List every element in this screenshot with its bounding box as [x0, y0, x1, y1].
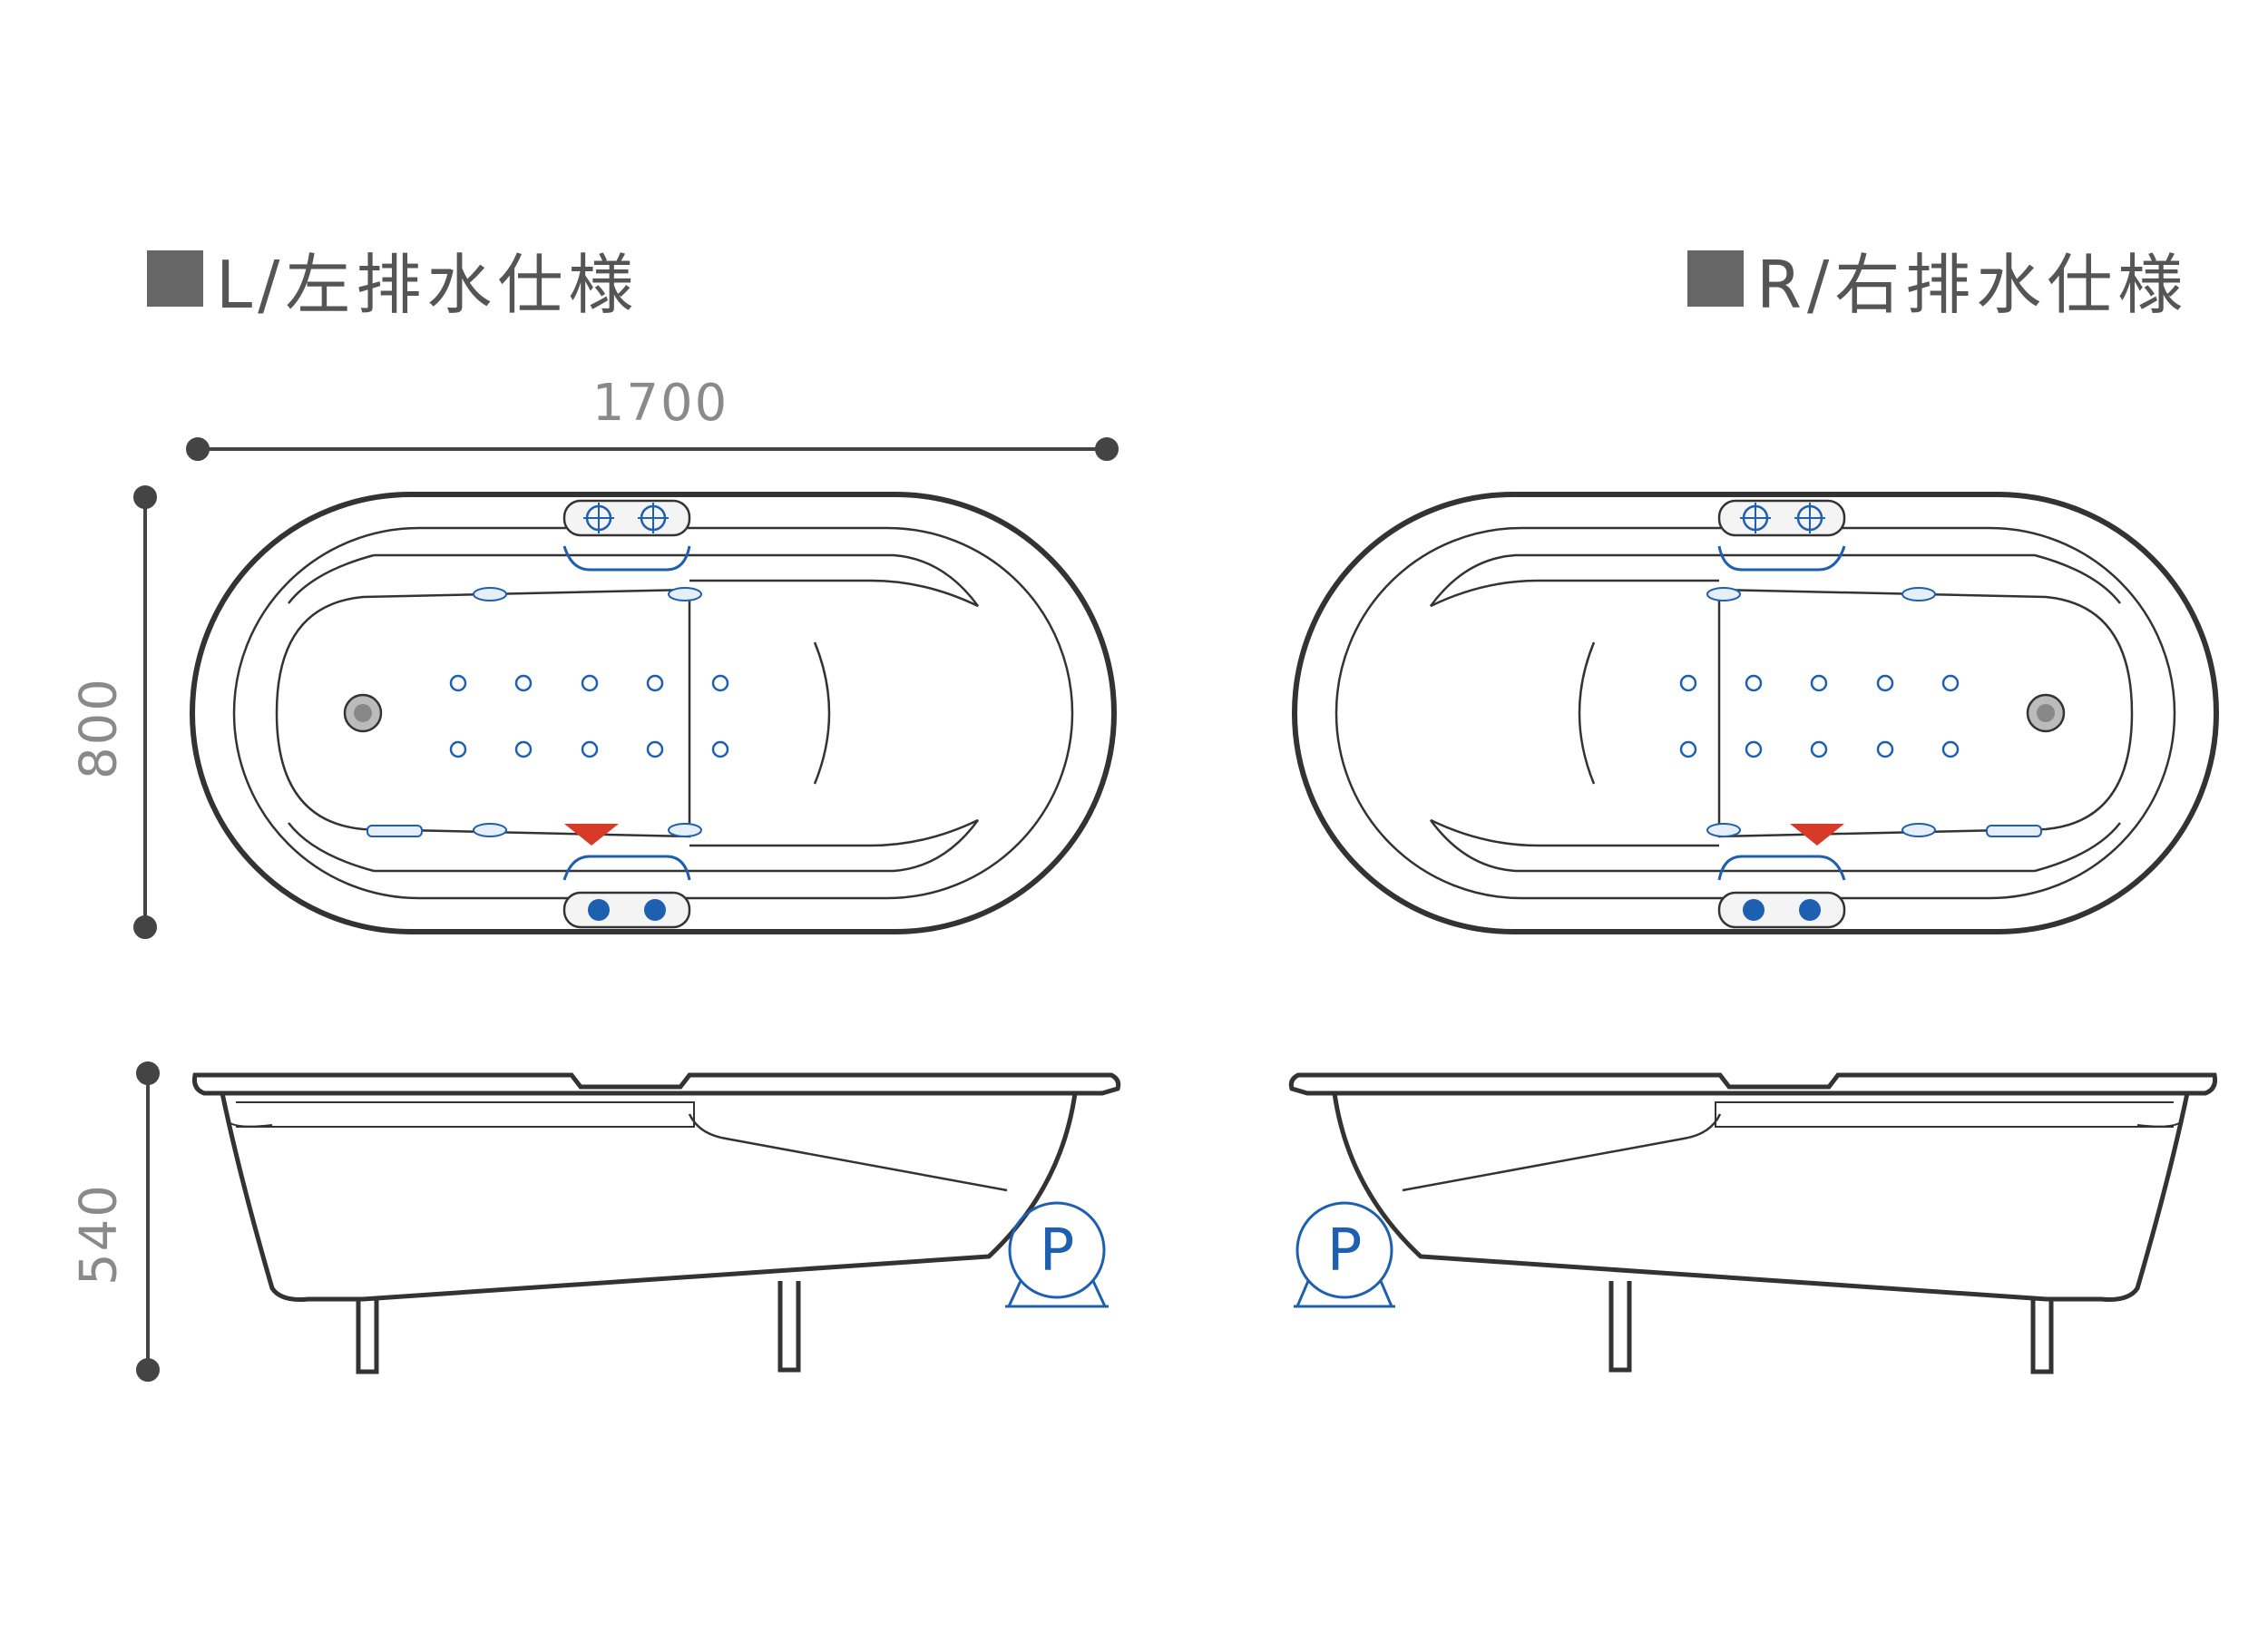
heading-right-text: R/右排水仕様 [1756, 246, 2189, 323]
pump-label-right: P [1327, 1217, 1363, 1285]
dimension-endpoint [136, 1061, 160, 1085]
pump-symbol-right: P [1294, 1201, 1395, 1308]
bathtub-side-view-left [194, 1075, 1118, 1372]
heading-right-drain: R/右排水仕様 [1687, 238, 2188, 323]
dimension-endpoint [186, 437, 210, 461]
dimension-width-label: 1700 [591, 374, 729, 433]
bathtub-top-view-left [192, 494, 1114, 932]
heading-square-icon [147, 250, 203, 307]
dimension-endpoint [133, 915, 157, 939]
dimension-lines [133, 437, 1119, 1382]
dimension-endpoint [136, 1358, 160, 1382]
bathtub-top-view-right [1295, 494, 2216, 932]
heading-left-drain: L/左排水仕様 [147, 238, 639, 323]
heading-square-icon [1687, 250, 1744, 307]
pump-label-left: P [1040, 1217, 1075, 1285]
pump-symbol-left: P [1005, 1201, 1109, 1308]
dimension-endpoint [1095, 437, 1119, 461]
dimension-endpoint [133, 485, 157, 509]
heading-left-text: L/左排水仕様 [216, 246, 640, 323]
bathtub-side-view-right [1291, 1075, 2214, 1372]
